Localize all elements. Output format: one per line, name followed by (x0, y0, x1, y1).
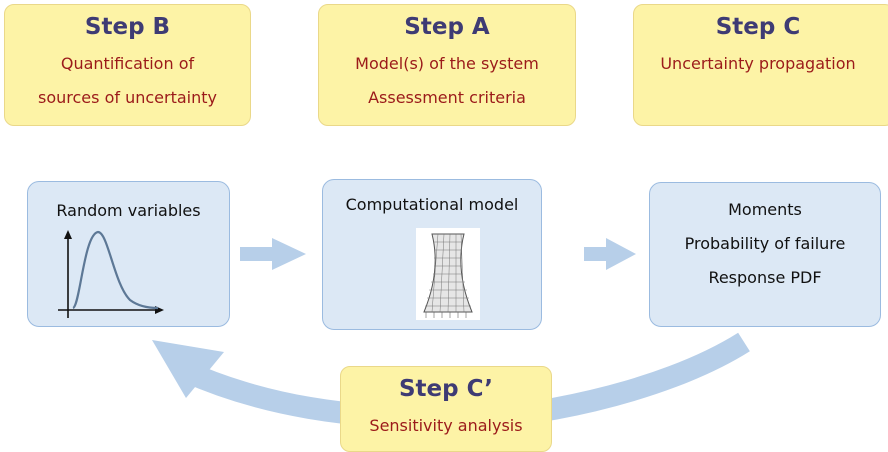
step-a-box: Step A Model(s) of the system Assessment… (318, 4, 576, 126)
step-c-line-1: Uncertainty propagation (660, 54, 856, 73)
outputs-box: Moments Probability of failure Response … (649, 182, 881, 327)
computational-model-box: Computational model (322, 179, 542, 330)
step-c-box: Step C Uncertainty propagation (633, 4, 888, 126)
output-moments: Moments (728, 200, 802, 219)
pdf-plot-curve (72, 230, 159, 310)
step-a-line-1: Model(s) of the system (355, 54, 539, 73)
cooling-tower-mesh-lines (425, 233, 471, 313)
step-a-line-2: Assessment criteria (368, 88, 526, 107)
random-variables-label: Random variables (56, 201, 201, 220)
step-c-title: Step C (715, 14, 801, 40)
step-c-prime-title: Step C’ (398, 376, 494, 402)
pdf-plot (58, 230, 164, 318)
output-response-pdf: Response PDF (708, 268, 822, 287)
step-b-box: Step B Quantification of sources of unce… (4, 4, 251, 126)
feedback-arrow-head (152, 340, 224, 398)
step-c-prime-line-1: Sensitivity analysis (369, 416, 523, 435)
computational-model-label: Computational model (345, 195, 519, 214)
pdf-plot-y-axis-arrowhead (64, 230, 72, 239)
step-b-line-2: sources of uncertainty (38, 88, 217, 107)
cooling-tower-outline (423, 233, 473, 313)
random-variables-box: Random variables (27, 181, 230, 327)
step-a-title: Step A (404, 14, 490, 40)
step-c-prime-box: Step C’ Sensitivity analysis (340, 366, 552, 452)
cooling-tower-mesh-image (416, 228, 480, 320)
output-probability-of-failure: Probability of failure (684, 234, 846, 253)
cooling-tower-supports (425, 312, 467, 318)
step-b-title: Step B (84, 14, 171, 40)
step-b-line-1: Quantification of (60, 54, 195, 73)
